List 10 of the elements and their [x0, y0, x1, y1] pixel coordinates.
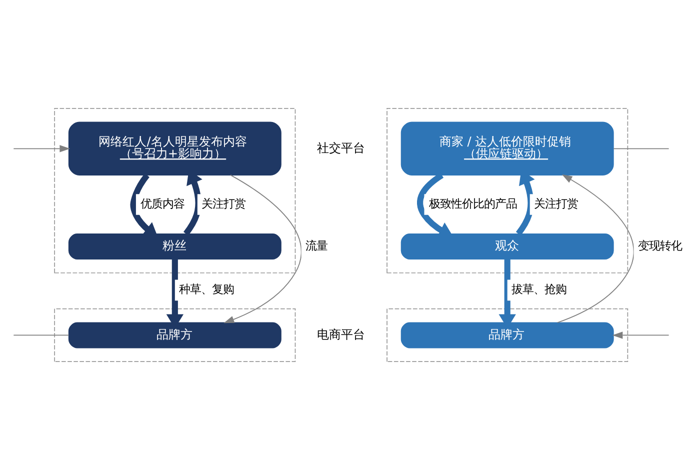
edge-label: 种草、复购 [179, 283, 234, 296]
label: 社交平台 [317, 140, 366, 155]
edge-label: 优质内容 [140, 197, 184, 210]
edge-label: 流量 [306, 239, 328, 252]
edge-label: 拔草、抢购 [512, 283, 567, 296]
edge-label: 变现转化 [638, 239, 682, 252]
edge-label: 关注打赏 [534, 197, 578, 210]
edge-label: 极致性价比的产品 [428, 197, 517, 210]
label: 电商平台 [317, 327, 366, 342]
edge-label: 关注打赏 [202, 197, 246, 210]
